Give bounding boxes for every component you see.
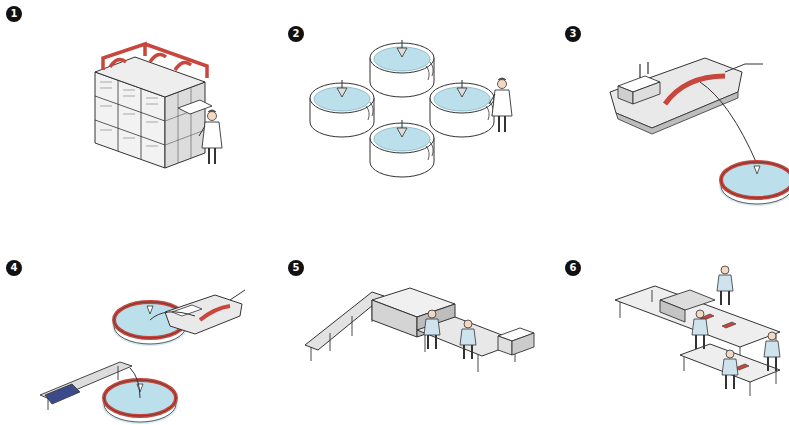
smolt-tanks-part xyxy=(430,80,494,137)
callout-number: 5 xyxy=(288,260,304,276)
processing-line-part xyxy=(372,300,417,337)
harvest-pens-part xyxy=(200,306,230,320)
filleting-tables-part xyxy=(717,266,733,305)
smolt-tanks-part xyxy=(489,78,512,132)
well-boat-part xyxy=(640,62,648,78)
smolt-tanks-part xyxy=(310,80,374,137)
well-boat-part xyxy=(700,82,757,164)
filleting-tables-part xyxy=(764,332,780,371)
harvest-pens-part xyxy=(165,295,242,334)
filleting-tables-part xyxy=(692,310,708,349)
well-boat-part xyxy=(719,162,789,206)
callout-number: 1 xyxy=(6,6,22,22)
processing-line-part xyxy=(460,320,476,359)
well-boat-part xyxy=(618,86,633,104)
hatchery-rack xyxy=(95,44,222,168)
processing-line-part xyxy=(512,333,534,355)
hatchery-rack-part xyxy=(165,87,205,163)
callout-number: 6 xyxy=(565,260,581,276)
harvest-pens-part xyxy=(150,312,195,320)
harvest-pens-part xyxy=(230,290,245,300)
hatchery-rack-part xyxy=(199,110,222,164)
harvest-pens-part xyxy=(172,305,202,316)
processing-line-part xyxy=(311,300,372,361)
well-boat-part xyxy=(665,76,725,104)
harvest-pens-part xyxy=(102,380,178,424)
hatchery-rack-part xyxy=(95,80,165,159)
processing-line xyxy=(305,288,534,372)
smolt-tanks xyxy=(310,40,512,177)
callout-number: 2 xyxy=(288,26,304,42)
hatchery-rack-part xyxy=(103,44,207,78)
harvest-pens-part xyxy=(130,368,140,398)
harvest-pens-part xyxy=(45,384,80,404)
smolt-tanks-part xyxy=(370,120,434,177)
filleting-tables-part xyxy=(722,350,738,389)
smolt-tanks-part xyxy=(370,40,434,97)
well-boat-part xyxy=(633,82,660,104)
harvest-pens xyxy=(40,290,245,424)
hatchery-rack-part xyxy=(178,100,212,114)
processing-line-part xyxy=(424,310,440,349)
callout-number: 3 xyxy=(565,26,581,42)
well-boat xyxy=(610,58,789,206)
filleting-tables xyxy=(615,266,780,396)
well-boat-part xyxy=(610,58,742,128)
well-boat-part xyxy=(725,64,763,72)
filleting-tables-part xyxy=(660,300,685,322)
processing-line-part xyxy=(498,336,512,355)
hatchery-rack-part xyxy=(100,82,158,146)
harvest-pens-part xyxy=(48,366,118,410)
callout-number: 4 xyxy=(6,260,22,276)
